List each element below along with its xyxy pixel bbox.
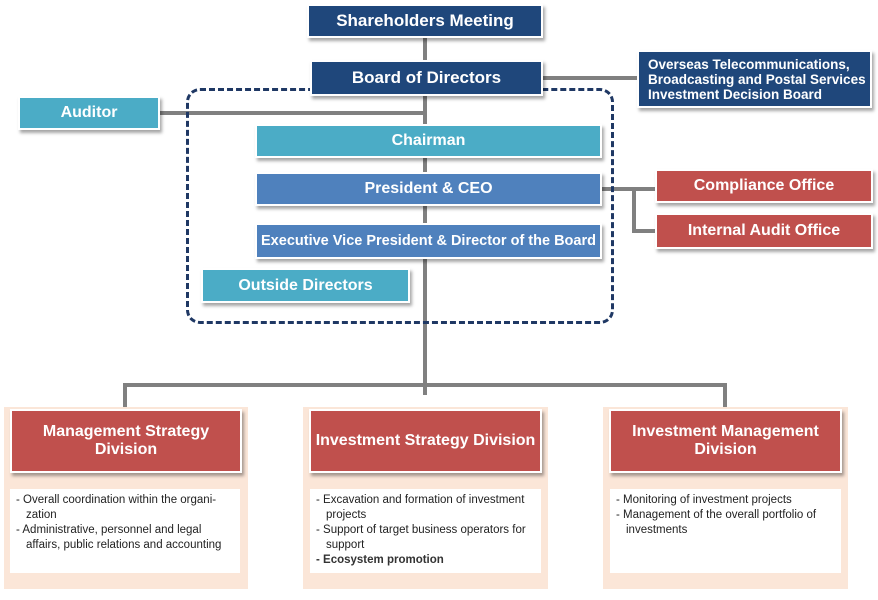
overseas-investment-board-box: Overseas Telecommunications, Broadcastin… — [637, 50, 872, 108]
division-title: Investment Strategy Division — [315, 432, 536, 449]
auditor-box: Auditor — [18, 96, 160, 130]
chairman-box: Chairman — [255, 124, 602, 158]
division-title: Investment Management Division — [632, 423, 819, 458]
list-item: Ecosystem promotion — [316, 553, 535, 568]
list-item: Administrative, personnel and legal affa… — [16, 523, 234, 553]
connector-division-1 — [123, 383, 127, 407]
shareholders-meeting-box: Shareholders Meeting — [307, 4, 543, 38]
connector-internal-audit — [632, 229, 656, 233]
connector-divisions-horizontal — [123, 383, 727, 387]
executive-vice-president-label: Executive Vice President & Director of t… — [261, 233, 596, 249]
investment-strategy-description: Excavation and formation of investment p… — [310, 489, 541, 573]
compliance-office-box: Compliance Office — [655, 169, 873, 203]
connector-auditor — [160, 111, 427, 115]
compliance-office-label: Compliance Office — [693, 177, 835, 194]
president-ceo-box: President & CEO — [255, 172, 602, 206]
management-strategy-division-box: Management Strategy Division — [10, 409, 242, 473]
overseas-investment-board-label: Overseas Telecommunications, Broadcastin… — [648, 56, 866, 102]
list-item: Excavation and formation of investment p… — [316, 493, 535, 523]
internal-audit-office-label: Internal Audit Office — [687, 222, 841, 239]
list-item: Overall coordination within the organi-z… — [16, 493, 234, 523]
board-of-directors-box: Board of Directors — [310, 60, 543, 96]
list-item: Support of target business operators for… — [316, 523, 535, 553]
connector-shareholders-board — [423, 36, 427, 62]
connector-board-overseas — [543, 76, 639, 80]
management-strategy-description: Overall coordination within the organi-z… — [10, 489, 240, 573]
outside-directors-box: Outside Directors — [201, 268, 410, 303]
executive-vice-president-box: Executive Vice President & Director of t… — [255, 223, 602, 259]
investment-strategy-division-box: Investment Strategy Division — [309, 409, 542, 473]
connector-division-3 — [723, 383, 727, 407]
board-of-directors-label: Board of Directors — [351, 68, 502, 87]
auditor-label: Auditor — [60, 104, 118, 121]
list-item: Monitoring of investment projects — [616, 493, 835, 508]
connector-president-offices — [601, 187, 656, 191]
internal-audit-office-box: Internal Audit Office — [655, 213, 873, 249]
investment-management-division-box: Investment Management Division — [609, 409, 842, 473]
division-title: Management Strategy Division — [42, 423, 210, 458]
chairman-label: Chairman — [391, 132, 466, 149]
list-item: Management of the overall portfolio of i… — [616, 508, 835, 538]
outside-directors-label: Outside Directors — [238, 276, 373, 294]
connector-offices-vertical — [632, 187, 636, 233]
shareholders-meeting-label: Shareholders Meeting — [336, 11, 514, 30]
investment-management-description: Monitoring of investment projects Manage… — [610, 489, 841, 573]
president-ceo-label: President & CEO — [364, 180, 493, 197]
